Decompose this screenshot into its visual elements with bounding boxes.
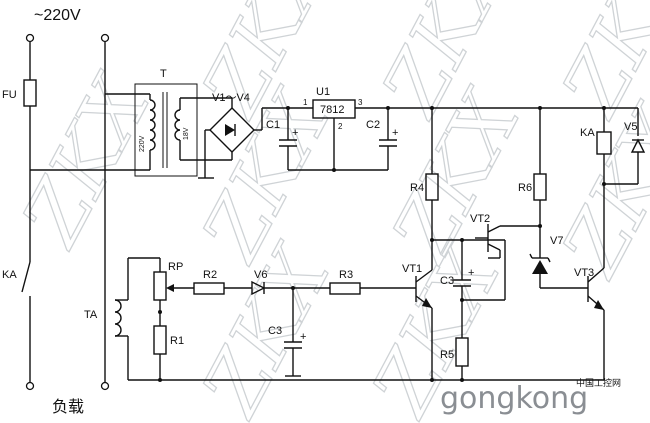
svg-text:R5: R5 bbox=[440, 349, 454, 361]
svg-text:VT1: VT1 bbox=[402, 263, 422, 275]
watermark-text: ZKX bbox=[3, 60, 169, 261]
svg-text:1: 1 bbox=[303, 98, 308, 107]
logo-chinese: 中国工控网 bbox=[576, 377, 621, 388]
svg-text:TA: TA bbox=[84, 309, 98, 321]
capacitor-c1: C1 + bbox=[266, 108, 298, 170]
bridge-rectifier: V1～V4 bbox=[198, 92, 263, 179]
resistor-r2: R2 bbox=[193, 269, 225, 295]
capacitor-c2: C2 + bbox=[366, 108, 398, 170]
svg-text:U1: U1 bbox=[316, 86, 330, 98]
capacitor-c3-left: C3 + bbox=[268, 288, 306, 377]
gongkong-logo: gongkong 中国工控网 bbox=[440, 377, 621, 416]
resistor-r6: R6 bbox=[518, 108, 547, 226]
svg-text:R1: R1 bbox=[170, 335, 184, 347]
svg-text:+: + bbox=[392, 127, 398, 139]
svg-text:T: T bbox=[160, 68, 167, 80]
resistor-r5: R5 bbox=[440, 337, 469, 380]
diode-v5: V5 bbox=[604, 108, 646, 185]
regulator-u1: U1 7812 1 3 2 bbox=[303, 86, 363, 170]
current-transformer-ta: TA bbox=[84, 257, 160, 380]
svg-text:C2: C2 bbox=[366, 119, 380, 131]
ka-contact bbox=[21, 261, 31, 293]
svg-text:RP: RP bbox=[168, 261, 183, 273]
svg-text:7812: 7812 bbox=[320, 104, 344, 116]
resistor-r4: R4 bbox=[410, 108, 439, 240]
ka-contact-label: KA bbox=[2, 269, 17, 281]
svg-text:R2: R2 bbox=[203, 269, 217, 281]
svg-text:R6: R6 bbox=[518, 182, 532, 194]
svg-text:+: + bbox=[300, 331, 306, 343]
zener-v7: V7 bbox=[529, 226, 563, 288]
svg-text:C3: C3 bbox=[268, 325, 282, 337]
svg-text:V7: V7 bbox=[550, 235, 563, 247]
transistor-vt1: VT1 bbox=[402, 240, 433, 380]
svg-text:C3: C3 bbox=[440, 275, 454, 287]
fuse-fu bbox=[23, 79, 37, 107]
svg-text:KA: KA bbox=[580, 127, 595, 139]
svg-text:+: + bbox=[468, 267, 474, 279]
svg-text:3: 3 bbox=[358, 98, 363, 107]
svg-text:R3: R3 bbox=[339, 269, 353, 281]
svg-text:V1～V4: V1～V4 bbox=[212, 92, 250, 104]
terminal-left bbox=[25, 33, 35, 43]
svg-text:2: 2 bbox=[338, 122, 343, 131]
load-label: 负载 bbox=[52, 398, 84, 416]
svg-text:220V: 220V bbox=[139, 135, 146, 152]
svg-text:V5: V5 bbox=[624, 121, 637, 133]
fu-label: FU bbox=[2, 89, 17, 101]
supply-label: ~220V bbox=[34, 7, 81, 24]
mains-section: ~220V FU KA 负载 bbox=[2, 7, 110, 416]
svg-text:V6: V6 bbox=[254, 269, 267, 281]
terminal-right bbox=[100, 33, 110, 43]
svg-text:VT2: VT2 bbox=[470, 213, 490, 225]
svg-text:VT3: VT3 bbox=[574, 267, 594, 279]
relay-coil-ka: KA bbox=[580, 108, 612, 184]
resistor-r1: R1 bbox=[153, 325, 184, 380]
transistor-vt2: VT2 bbox=[470, 213, 540, 259]
svg-text:R4: R4 bbox=[410, 182, 424, 194]
svg-text:18V: 18V bbox=[183, 127, 190, 140]
logo-text: gongkong bbox=[440, 381, 588, 416]
watermark-text: ZKX bbox=[183, 230, 349, 423]
transistor-vt3: VT3 bbox=[574, 267, 605, 311]
svg-text:+: + bbox=[292, 127, 298, 139]
capacitor-c3-right: C3 + bbox=[440, 240, 474, 338]
potentiometer-rp: RP bbox=[153, 258, 194, 326]
watermark-layer: ZKX ZKX ZKX ZKX ZKX ZKX ZKX ZKX ZKX bbox=[3, 0, 650, 423]
svg-text:C1: C1 bbox=[266, 119, 280, 131]
transformer-t: T 220V 18V bbox=[30, 68, 233, 177]
